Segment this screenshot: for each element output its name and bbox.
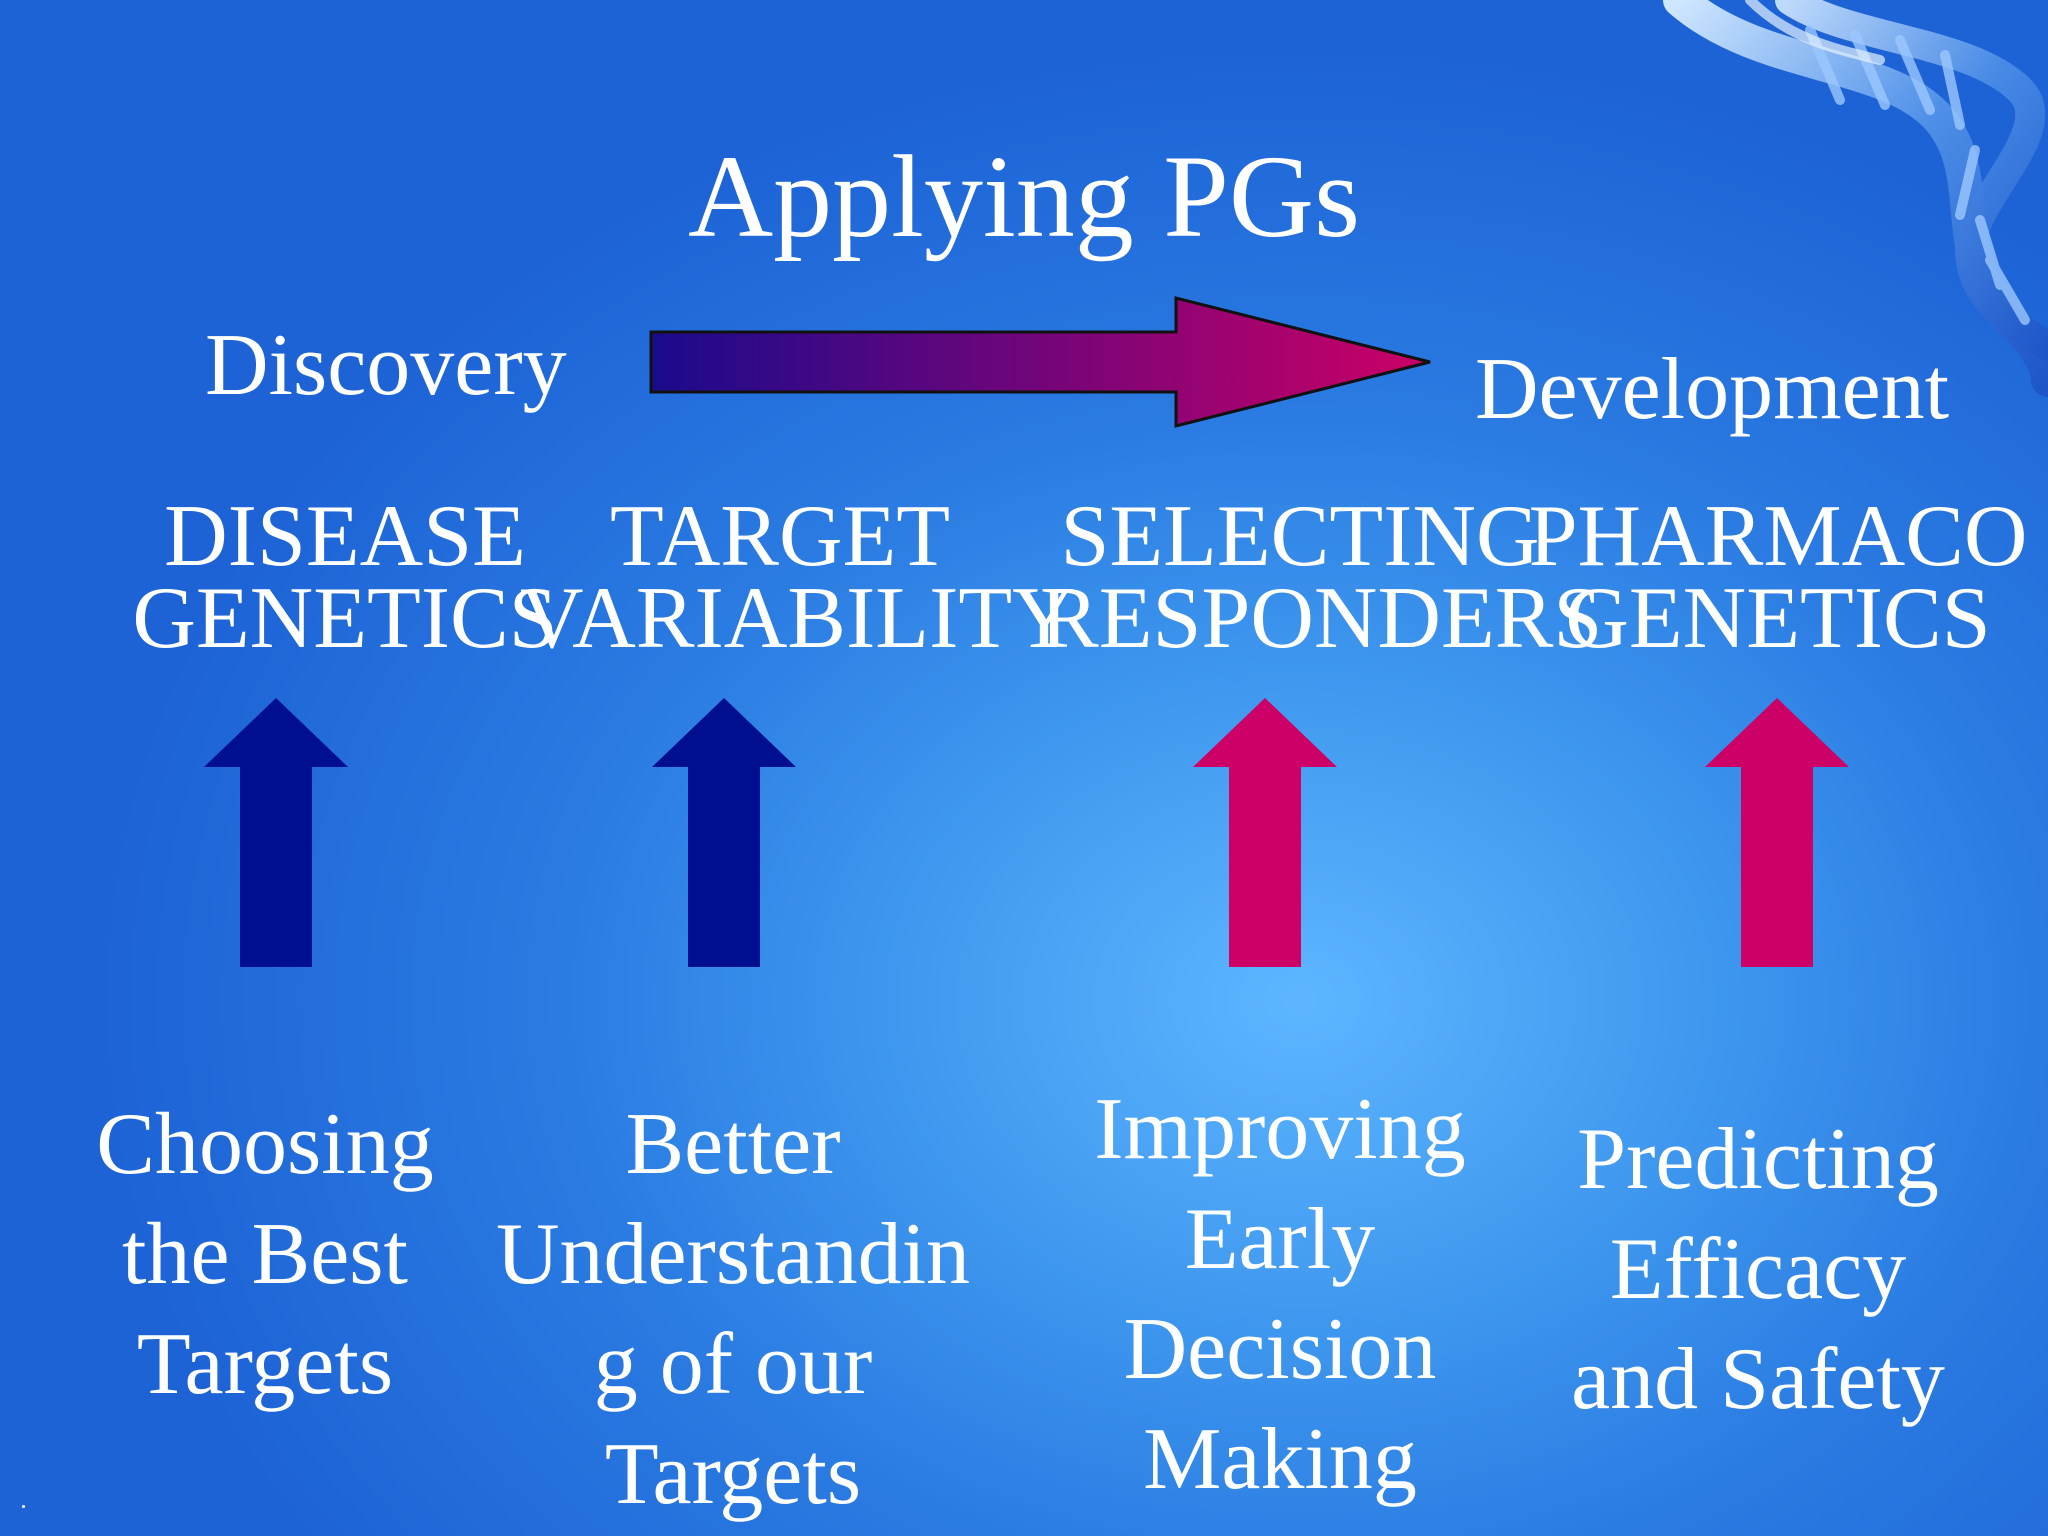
column-label-selecting-responders: SELECTING RESPONDERS	[1040, 488, 1603, 667]
column-label-line: GENETICS	[1565, 570, 1991, 667]
column-description-selecting-responders: Improving Early Decision Making	[1020, 1075, 1540, 1515]
description-line: Predicting	[1577, 1111, 1939, 1208]
column-label-line: RESPONDERS	[1040, 570, 1603, 667]
slide-title: Applying PGs	[687, 131, 1361, 262]
column-description-disease-genetics: Choosing the Best Targets	[5, 1090, 525, 1420]
column-description-pharmacogenetics: Predicting Efficacy and Safety	[1498, 1105, 2018, 1435]
up-arrow-icon	[204, 698, 348, 967]
column-label-line: DISEASE	[164, 488, 526, 585]
column-label-pharmacogenetics: PHARMACO GENETICS	[1518, 488, 2038, 667]
dna-helix-icon	[1663, 0, 2048, 397]
column-label-disease-genetics: DISEASE GENETICS	[85, 488, 605, 667]
stage-label-development: Development	[1475, 341, 1950, 438]
description-line: and Safety	[1571, 1331, 1945, 1428]
description-line: Early	[1184, 1191, 1376, 1288]
right-arrow-icon	[649, 296, 1431, 428]
up-arrow-icon	[652, 698, 796, 967]
up-arrow-icon	[1705, 698, 1849, 967]
column-label-line: SELECTING	[1060, 488, 1540, 585]
up-arrow-icon	[1193, 698, 1337, 967]
stage-label-discovery: Discovery	[205, 317, 567, 414]
description-line: Targets	[604, 1426, 862, 1523]
column-label-target-variability: TARGET VARIABILITY	[520, 488, 1076, 667]
description-line: g of our	[593, 1316, 873, 1413]
column-label-line: TARGET	[609, 488, 950, 585]
description-line: Decision	[1123, 1301, 1437, 1398]
column-description-target-variability: Better Understandin g of our Targets	[473, 1090, 993, 1530]
description-line: Making	[1143, 1411, 1417, 1508]
description-line: Better	[625, 1096, 841, 1193]
description-line: Efficacy	[1609, 1221, 1907, 1318]
description-line: Targets	[136, 1316, 394, 1413]
description-line: the Best	[122, 1206, 408, 1303]
column-label-line: GENETICS	[132, 570, 558, 667]
column-label-line: PHARMACO	[1528, 488, 2028, 585]
description-line: Improving	[1094, 1081, 1466, 1178]
corner-dot	[22, 1505, 25, 1508]
description-line: Choosing	[96, 1096, 434, 1193]
description-line: Understandin	[495, 1206, 971, 1303]
column-label-line: VARIABILITY	[520, 570, 1076, 667]
